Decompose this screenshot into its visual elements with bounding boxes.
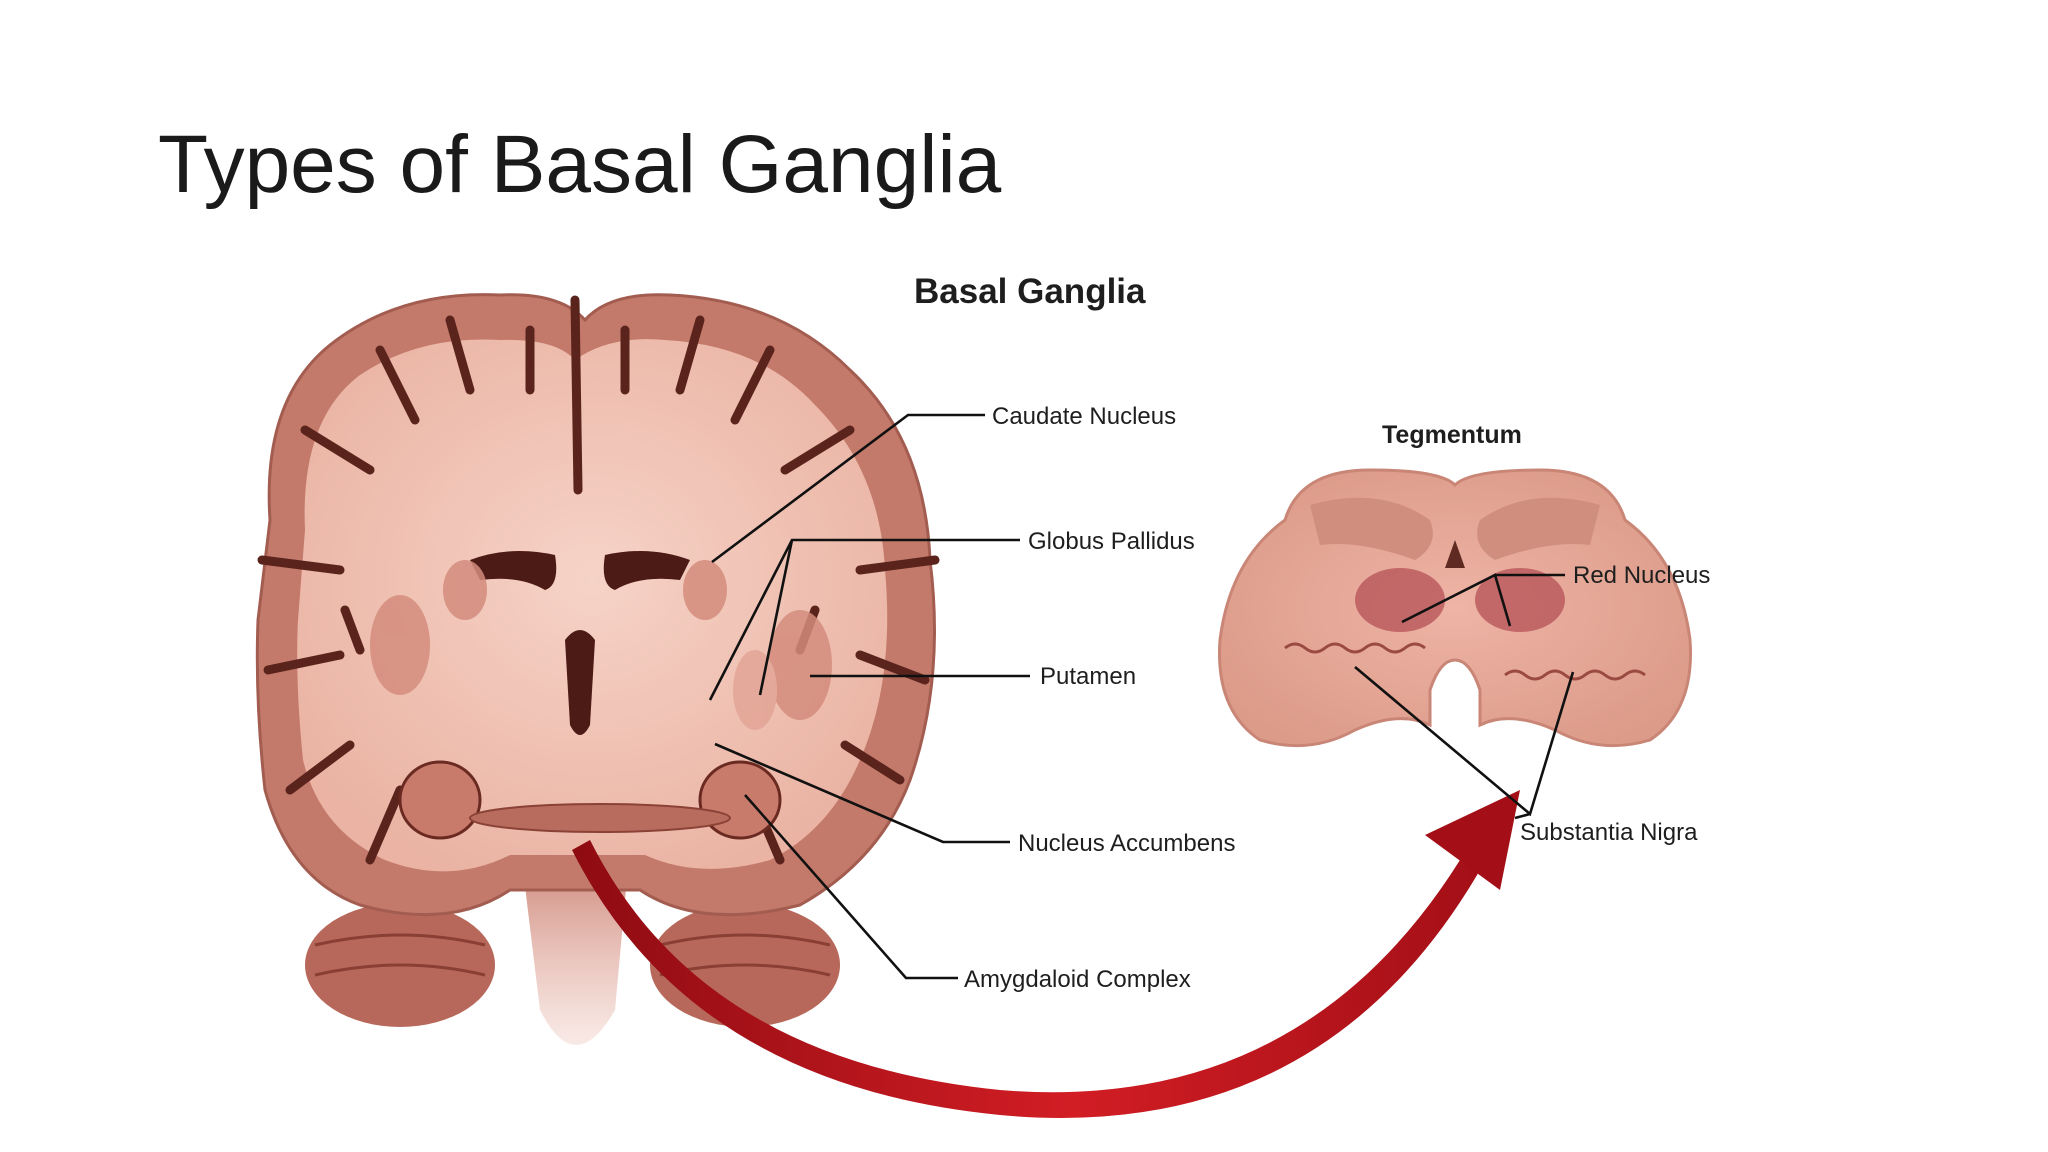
substantia-nigra-right [1504,669,1646,681]
tegmentum-section [1218,468,1692,748]
label-nucleus-accumbens: Nucleus Accumbens [1018,830,1235,857]
ventricles [470,551,690,735]
red-nucleus-leader [1401,573,1565,627]
accumbens-leader [714,742,1010,844]
label-globus-pallidus: Globus Pallidus [1028,528,1195,555]
slide-title: Types of Basal Ganglia [158,119,1002,210]
deep-nuclei [370,560,832,730]
red-nucleus-left [1355,568,1445,632]
inset-heading: Tegmentum [1382,421,1522,449]
label-caudate-nucleus: Caudate Nucleus [992,403,1176,430]
sulci [257,295,940,865]
connection-arrow [572,790,1520,1118]
label-amygdaloid-complex: Amygdaloid Complex [964,966,1191,993]
substantia-nigra-left [1284,642,1426,654]
coronal-brain-section [255,293,940,1045]
caudate-leader [711,413,985,564]
label-substantia-nigra: Substantia Nigra [1520,819,1698,846]
diagram-heading: Basal Ganglia [914,272,1146,311]
substantia-nigra-leader [1354,666,1575,820]
globus-leader [708,538,1020,701]
label-putamen: Putamen [1040,663,1136,690]
label-red-nucleus: Red Nucleus [1573,562,1710,589]
amygdala-leader [744,794,958,980]
leader-lines [708,413,1575,980]
midbrain-slice [469,803,731,833]
